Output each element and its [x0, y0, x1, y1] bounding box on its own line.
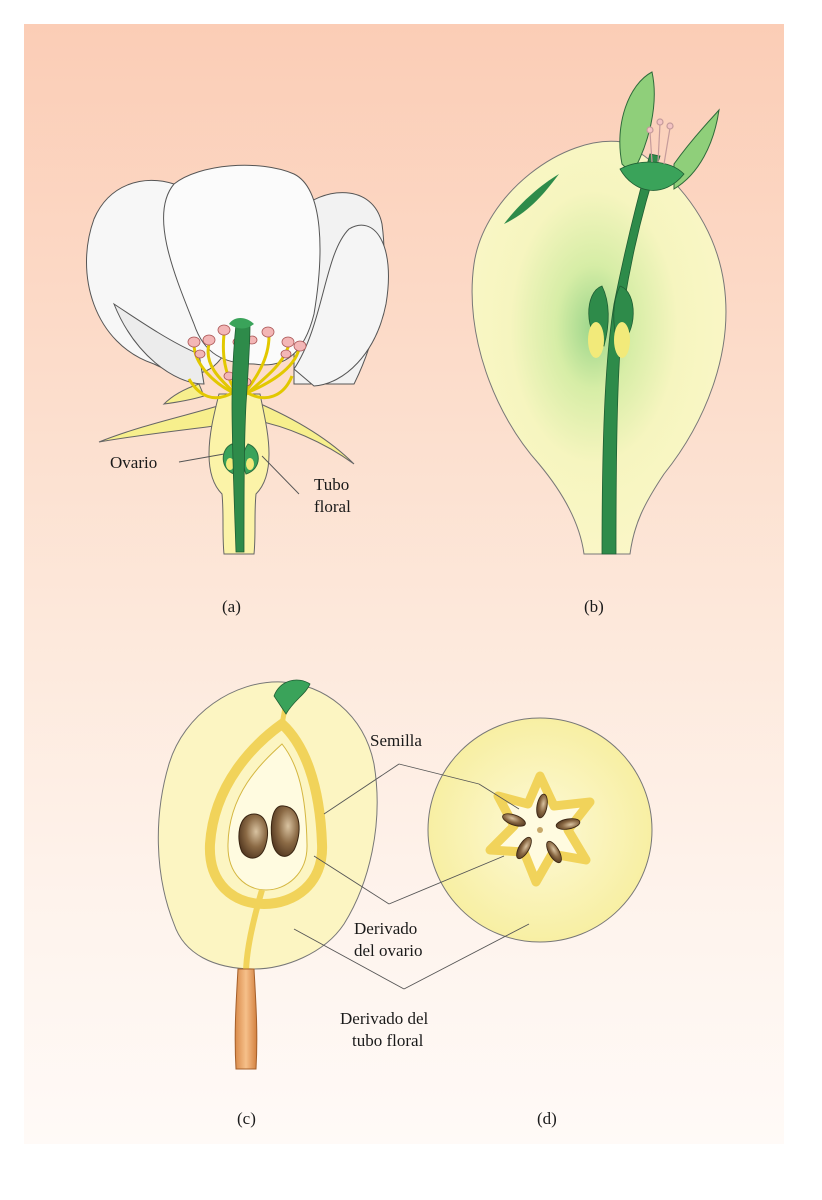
label-tube-derived-1: Derivado del [340, 1009, 429, 1028]
calyx-crown-c [273, 679, 311, 715]
label-tube-derived-2: tubo floral [352, 1031, 424, 1050]
leader-lines [178, 453, 530, 990]
seed-left-c [238, 813, 268, 859]
petal-right [293, 224, 389, 387]
label-ovary-derived-2: del ovario [354, 941, 422, 960]
labels: Ovario Tubo floral Semilla Derivado del … [110, 453, 429, 1050]
sepal-left [98, 403, 230, 443]
seed-right-c [270, 805, 300, 857]
caption-d: (d) [537, 1109, 557, 1128]
sepal-right [253, 401, 355, 465]
label-ovary-derived-1: Derivado [354, 919, 417, 938]
pear-section-illustration-c [157, 679, 378, 1070]
ovule-right [246, 458, 254, 470]
label-floral-tube-2: floral [314, 497, 351, 516]
label-ovary: Ovario [110, 453, 157, 472]
stalk-c [234, 968, 258, 1070]
captions: (a) (b) (c) (d) [222, 597, 604, 1128]
center-axis-d [537, 827, 543, 833]
sepal-left-small [162, 383, 205, 405]
caption-a: (a) [222, 597, 241, 616]
skin-green-patch [504, 174, 559, 224]
calyx-leaf-left [619, 71, 655, 175]
figure-panel: Ovario Tubo floral Semilla Derivado del … [24, 24, 784, 1144]
calyx-base [619, 161, 685, 191]
cross-section-illustration-d [427, 717, 653, 943]
vascular-strand-c [243, 889, 265, 975]
ovule-left [226, 458, 234, 470]
flower-illustration-a [86, 164, 389, 555]
label-floral-tube-1: Tubo [314, 475, 349, 494]
core-outer-c [204, 717, 328, 910]
pistil-style [231, 323, 251, 553]
petal-front-left [112, 302, 205, 385]
remnant-stamens-b [646, 118, 674, 165]
young-fruit-illustration-b [471, 71, 727, 555]
ovule-right-b [614, 322, 630, 358]
ovule-left-b [588, 322, 604, 358]
stigma [229, 318, 254, 329]
label-seed: Semilla [370, 731, 422, 750]
caption-c: (c) [237, 1109, 256, 1128]
seeds-d [502, 793, 581, 864]
caption-b: (b) [584, 597, 604, 616]
calyx-leaf-right [673, 108, 720, 190]
central-stalk-b [601, 153, 661, 555]
pome-development-diagram: Ovario Tubo floral Semilla Derivado del … [86, 71, 727, 1128]
